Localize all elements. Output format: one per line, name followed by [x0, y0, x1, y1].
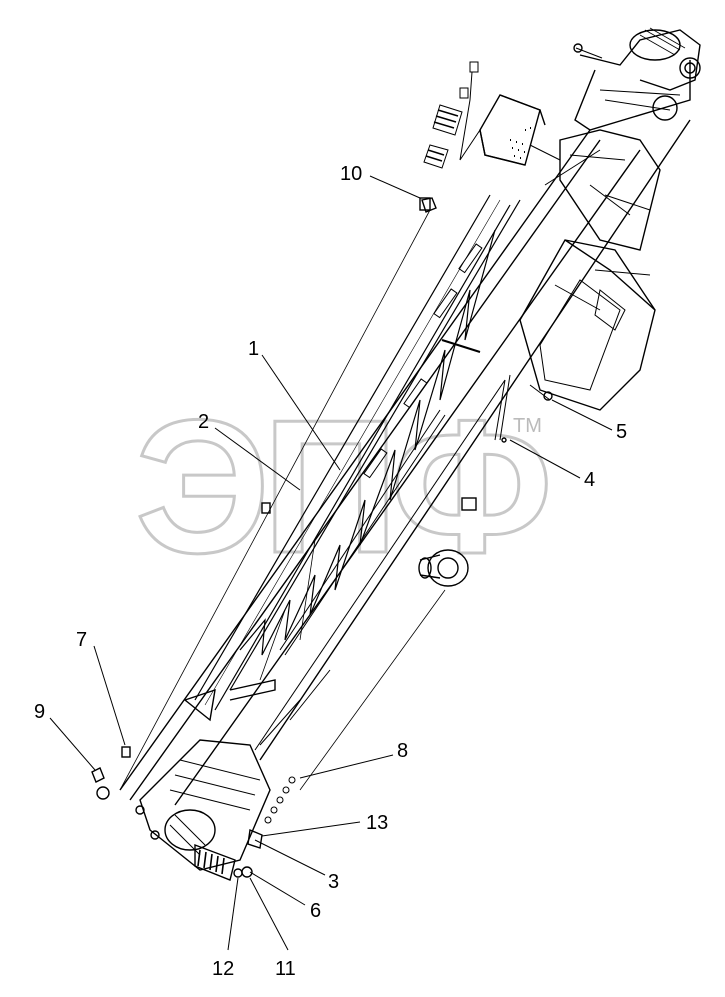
operator-cab: [519, 239, 656, 411]
callout-7: 7: [76, 629, 126, 746]
callout-label-13: 13: [366, 812, 388, 834]
watermark: ЭПФ TM: [134, 380, 557, 595]
callout-12: 12: [212, 877, 239, 980]
callout-label-12: 12: [212, 958, 234, 980]
jib-slots: [363, 243, 483, 479]
callout-1: 1: [248, 338, 341, 471]
callout-label-8: 8: [397, 740, 408, 762]
callout-label-11: 11: [275, 958, 296, 980]
winch-head: [573, 27, 701, 131]
callout-label-10: 10: [340, 163, 362, 185]
control-box-parts: [423, 61, 481, 169]
callout-5: 5: [551, 399, 627, 443]
callout-9: 9: [34, 701, 96, 771]
watermark-tm: TM: [513, 415, 542, 437]
boom-base-assembly: [135, 679, 276, 881]
callout-2: 2: [198, 411, 301, 491]
callout-6: 6: [249, 871, 321, 922]
callout-label-4: 4: [584, 469, 595, 491]
callout-label-3: 3: [328, 871, 339, 893]
callout-label-1: 1: [248, 338, 259, 360]
lattice-jib: [194, 194, 521, 711]
boom-assembly: [91, 27, 701, 881]
callout-label-6: 6: [310, 900, 321, 922]
callout-label-9: 9: [34, 701, 45, 723]
sheave-pulley: [418, 549, 469, 587]
callout-10: 10: [340, 163, 421, 199]
callout-label-2: 2: [198, 411, 209, 433]
callout-13: 13: [261, 812, 388, 837]
upper-boom-section: [544, 129, 661, 251]
watermark-text: ЭПФ: [135, 381, 547, 593]
control-box: [479, 94, 561, 166]
callout-3: 3: [254, 839, 339, 893]
callout-4: 4: [509, 439, 595, 491]
callout-11: 11: [249, 877, 296, 980]
callouts: 1 2 3 4 5 6 7 8: [34, 163, 627, 980]
callout-label-7: 7: [76, 629, 87, 651]
bolt-set: [264, 776, 296, 824]
callout-label-5: 5: [616, 421, 627, 443]
callout-8: 8: [299, 740, 408, 779]
